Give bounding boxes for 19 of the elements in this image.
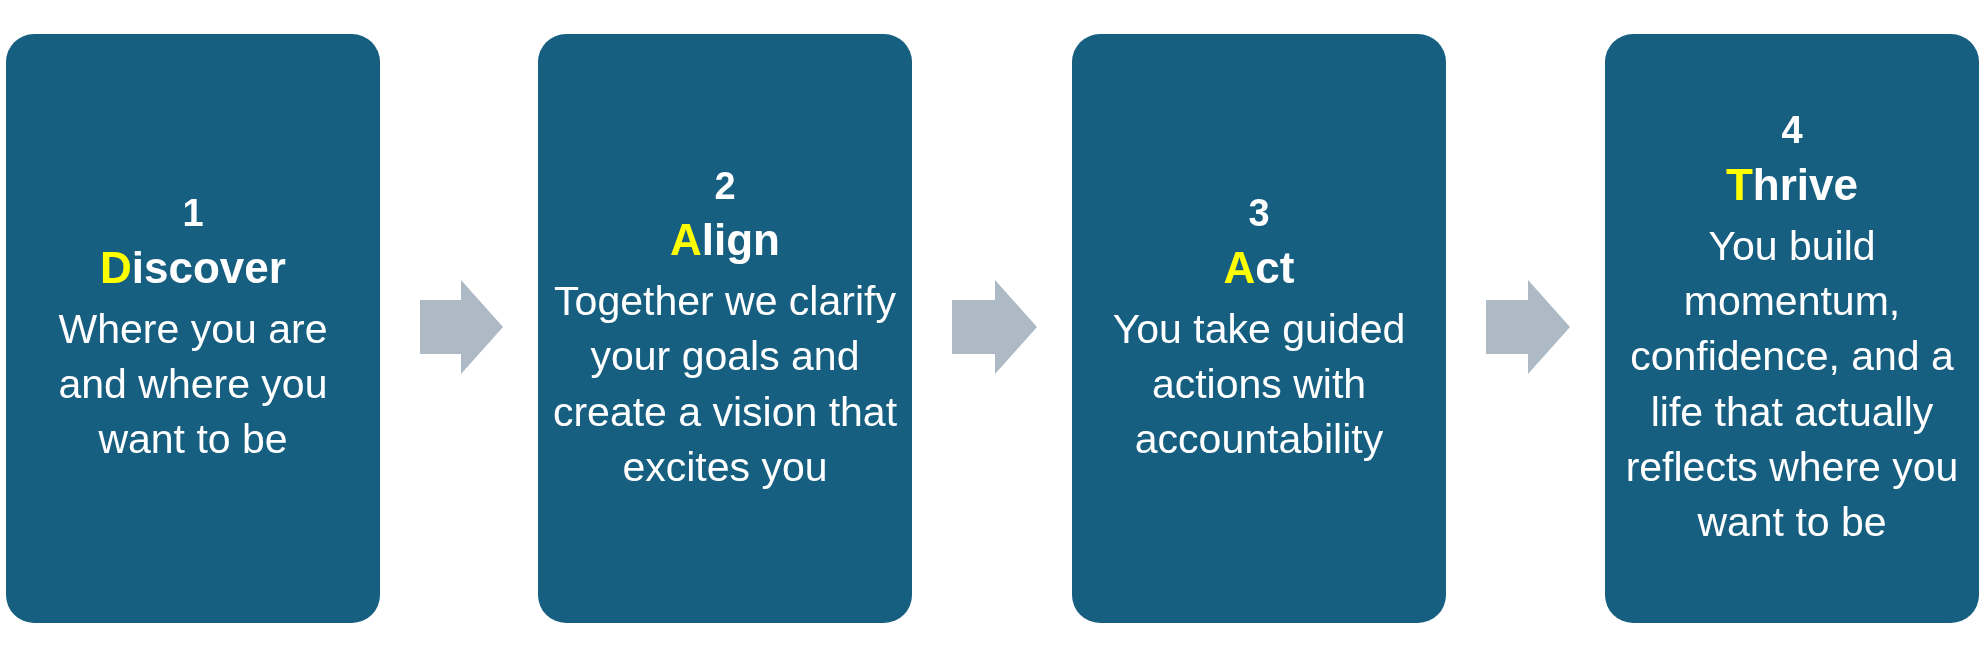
step-title: Act [1223,241,1295,294]
block-arrow [952,280,1037,374]
step-description: Together we clarify your goals and create a vision that excites you [552,277,898,493]
step-title: Align [670,213,780,266]
step-card [6,34,380,623]
block-arrow [420,280,503,374]
step-title: Discover [100,241,286,294]
step-card [1605,34,1979,623]
step-title: Thrive [1725,158,1859,211]
step-number: 3 [1248,191,1270,237]
step-number: 2 [714,163,736,209]
step-description: You build momentum, confidence, and a life that actually reflects where you want to be [1624,221,1960,548]
step-number: 4 [1781,108,1803,154]
step-description: Where you are and where you want to be [57,304,329,465]
step-number: 1 [182,191,204,237]
block-arrow [1486,280,1570,374]
step-card [1072,34,1446,623]
step-description: You take guided actions with accountability [1111,304,1407,465]
step-card [538,34,912,623]
